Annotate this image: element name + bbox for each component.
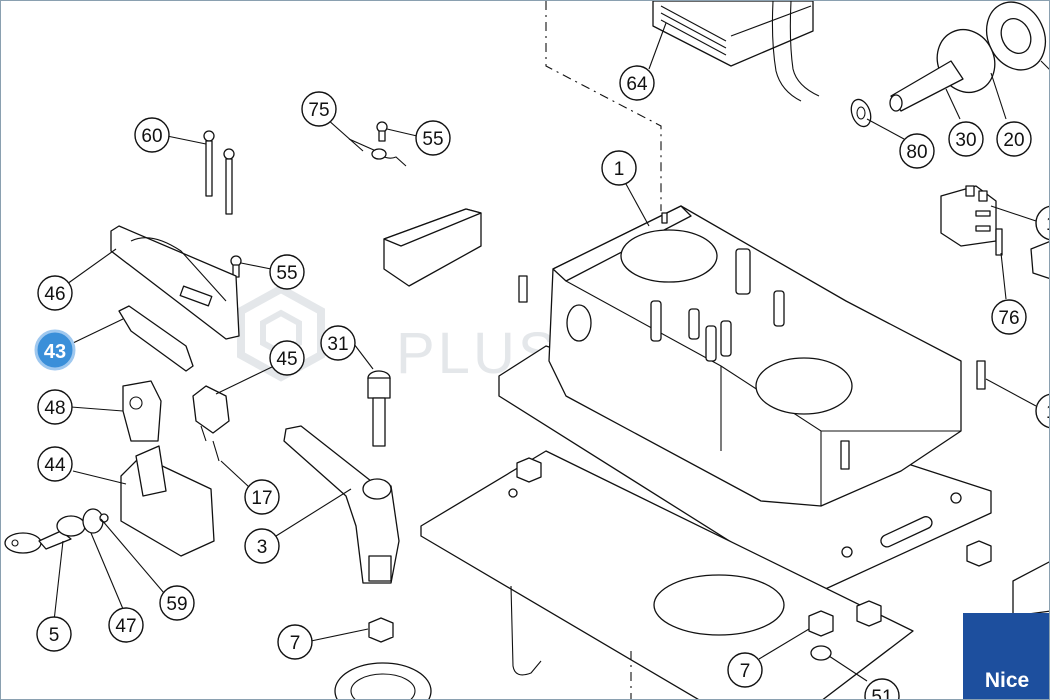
callout-17: 17 [244,479,280,515]
svg-text:47: 47 [115,616,136,637]
svg-text:20: 20 [1003,130,1024,151]
part-bracket-right [1030,241,1049,280]
svg-text:48: 48 [44,398,65,419]
callout-75: 75 [301,91,337,127]
callout-44: 44 [37,446,73,482]
callout-3: 3 [244,528,280,564]
svg-text:51: 51 [871,687,892,700]
callout-64: 64 [619,65,655,101]
svg-text:60: 60 [141,126,162,147]
callout-48: 48 [37,389,73,425]
callout-55-top: 55 [415,120,451,156]
callout-31: 31 [320,325,356,361]
part-release-handle [283,425,400,584]
part-washer-small [82,508,104,534]
svg-text:75: 75 [308,100,329,121]
part-washer-bottom [810,645,832,661]
part-screw-top [376,121,388,142]
part-washer [850,98,872,128]
svg-text:64: 64 [626,74,648,95]
brand-logo-text: Nice [984,669,1030,692]
part-bearing [985,1,1049,71]
callout-80: 80 [899,133,935,169]
part-ring [334,662,432,699]
part-spring [200,425,220,462]
svg-text:55: 55 [276,263,297,284]
part-nut-plate [856,600,882,627]
svg-text:44: 44 [44,455,66,476]
svg-text:76: 76 [998,308,1019,329]
svg-text:7: 7 [290,633,301,654]
callout-18: 18 [1035,205,1050,241]
part-shaft [889,29,996,112]
svg-text:80: 80 [906,142,927,163]
part-nut-left [368,617,394,643]
part-nut-plate-top [516,457,542,483]
callout-7-left: 7 [277,624,313,660]
callout-1: 1 [601,150,637,186]
part-motor [652,1,820,102]
part-pin [995,228,1003,256]
callout-76: 76 [991,299,1027,335]
callout-5: 5 [36,616,72,652]
part-clip [118,305,194,372]
part-housing [498,205,992,592]
svg-text:3: 3 [257,537,268,558]
svg-text:55: 55 [422,129,443,150]
svg-text:1: 1 [1046,402,1050,423]
callout-20: 20 [996,121,1032,157]
callout-55-mid: 55 [269,254,305,290]
svg-text:43: 43 [44,341,66,363]
svg-text:31: 31 [327,334,348,355]
callout-59: 59 [159,585,195,621]
svg-text:7: 7 [740,661,751,682]
callout-30: 30 [948,121,984,157]
part-cover-top [383,208,482,287]
part-lock-housing [120,445,215,557]
leader-lines [53,22,1037,682]
part-release-cover [110,225,240,340]
part-nut-right [808,610,834,637]
part-key [4,515,86,554]
part-bracket-bottom-right [1012,561,1049,617]
part-terminal-block [940,185,997,247]
part-nut-flange [966,540,992,567]
brand-logo: Nice [963,613,1049,699]
part-lock [192,385,230,434]
svg-text:59: 59 [166,594,187,615]
svg-text:1: 1 [614,159,625,180]
callout-1-right: 1 [1035,393,1050,429]
svg-text:18: 18 [1046,214,1050,235]
callout-7-right: 7 [727,652,763,688]
part-spring-clip [348,138,407,167]
callout-46: 46 [37,275,73,311]
svg-text:5: 5 [49,625,60,646]
callout-43-highlighted[interactable]: 43 [34,329,76,371]
svg-text:30: 30 [955,130,976,151]
svg-text:46: 46 [44,284,65,305]
part-bolt [367,370,391,447]
part-key-plate [122,380,162,442]
svg-text:45: 45 [276,349,297,370]
callout-45: 45 [269,340,305,376]
part-screw-mid [230,255,242,278]
part-long-screws [203,130,235,215]
callout-60: 60 [134,117,170,153]
part-base-plate [420,450,914,699]
svg-text:17: 17 [251,488,272,509]
callout-51: 51 [864,678,900,700]
callout-47: 47 [108,607,144,643]
part-nut-small [99,513,109,523]
